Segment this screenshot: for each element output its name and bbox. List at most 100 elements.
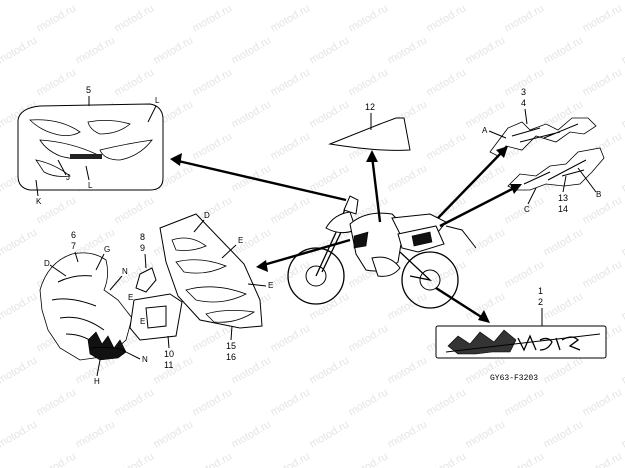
letter-N-upper: N [122, 267, 128, 276]
watermark-text: motod.ru [620, 162, 625, 194]
watermark-text: motod.ru [35, 386, 79, 418]
watermark-text: motod.ru [620, 98, 625, 130]
label-6: 6 [71, 230, 76, 240]
watermark-text: motod.ru [425, 66, 469, 98]
watermark-text: motod.ru [308, 162, 352, 194]
watermark-text: motod.ru [191, 450, 235, 468]
letter-G: G [104, 245, 110, 254]
watermark-text: motod.ru [425, 2, 469, 34]
label-11: 11 [164, 360, 173, 370]
watermark-text: motod.ru [35, 2, 79, 34]
watermark-text: motod.ru [386, 354, 430, 386]
label-1: 1 [538, 286, 543, 296]
watermark-text: motod.ru [269, 450, 313, 468]
watermark-text: motod.ru [620, 0, 625, 3]
letter-E-side-upper: E [128, 293, 133, 302]
watermark-text: motod.ru [230, 98, 274, 130]
watermark-text: motod.ru [308, 34, 352, 66]
letter-A: A [482, 126, 488, 135]
letter-L-bottom: L [88, 181, 93, 190]
watermark-text: motod.ru [230, 226, 274, 258]
watermark-text: motod.ru [581, 2, 625, 34]
label-4: 4 [521, 98, 526, 108]
watermark-text: motod.ru [542, 0, 586, 3]
watermark-text: motod.ru [620, 290, 625, 322]
watermark-text: motod.ru [464, 162, 508, 194]
watermark-text: motod.ru [464, 0, 508, 3]
letter-J: J [66, 173, 70, 182]
watermark-text: motod.ru [386, 34, 430, 66]
letter-N-lower: N [142, 355, 148, 364]
watermark-text: motod.ru [581, 66, 625, 98]
watermark-text: motod.ru [425, 258, 469, 290]
label-13: 13 [558, 193, 568, 203]
side-piece-upper [135, 267, 157, 293]
label-3: 3 [521, 87, 526, 97]
watermark-text: motod.ru [464, 226, 508, 258]
watermark-text: motod.ru [425, 386, 469, 418]
watermark-text: motod.ru [191, 66, 235, 98]
watermark-text: motod.ru [152, 34, 196, 66]
label-2: 2 [538, 297, 543, 307]
watermark-text: motod.ru [74, 34, 118, 66]
watermark-text: motod.ru [230, 0, 274, 3]
letter-C: C [524, 205, 530, 214]
watermark-text: motod.ru [0, 0, 39, 3]
letter-B: B [596, 190, 601, 199]
watermark-text: motod.ru [347, 2, 391, 34]
label-15: 15 [226, 341, 236, 351]
watermark-text: motod.ru [503, 386, 547, 418]
watermark-text: motod.ru [347, 450, 391, 468]
watermark-text: motod.ru [464, 418, 508, 450]
watermark-text: motod.ru [152, 0, 196, 3]
letter-E-side-lower: E [140, 317, 145, 326]
watermark-text: motod.ru [620, 34, 625, 66]
watermark-text: motod.ru [0, 290, 39, 322]
letter-E-panel-right: E [268, 281, 273, 290]
watermark-text: motod.ru [581, 194, 625, 226]
watermark-text: motod.ru [620, 226, 625, 258]
seat-decal [328, 117, 411, 151]
watermark-text: motod.ru [386, 0, 430, 3]
watermark-text: motod.ru [386, 162, 430, 194]
watermark-text: motod.ru [347, 322, 391, 354]
watermark-text: motod.ru [35, 66, 79, 98]
label-16: 16 [226, 352, 236, 362]
watermark-text: motod.ru [113, 450, 157, 468]
letter-L-top: L [155, 96, 160, 105]
tank-shroud-decal [39, 252, 133, 361]
swingarm-decal [435, 325, 607, 359]
watermark-text: motod.ru [191, 386, 235, 418]
diagram-code: GY63-F3203 [490, 374, 538, 383]
watermark-text: motod.ru [425, 130, 469, 162]
letter-D-panel: D [204, 211, 210, 220]
watermark-text: motod.ru [503, 450, 547, 468]
watermark-text: motod.ru [347, 66, 391, 98]
svg-text:5: 5 [86, 85, 91, 95]
watermark-text: motod.ru [347, 386, 391, 418]
watermark-text: motod.ru [0, 34, 39, 66]
motorcycle-illustration [287, 195, 477, 309]
label-5: 5 [86, 85, 91, 106]
watermark-text: motod.ru [230, 354, 274, 386]
watermark-text: motod.ru [0, 418, 39, 450]
watermark-text: motod.ru [425, 450, 469, 468]
side-piece-frame [129, 293, 183, 341]
watermark-text: motod.ru [269, 66, 313, 98]
watermark-text: motod.ru [191, 2, 235, 34]
watermark-text: motod.ru [0, 226, 39, 258]
watermark-text: motod.ru [113, 2, 157, 34]
label-12: 12 [365, 102, 375, 130]
label-8: 8 [140, 232, 145, 242]
watermark-text: motod.ru [386, 418, 430, 450]
watermark-text: motod.ru [35, 450, 79, 468]
watermark-text: motod.ru [308, 418, 352, 450]
front-number-plate [17, 103, 164, 191]
shroud-stripe-upper [489, 117, 597, 157]
watermark-text: motod.ru [542, 418, 586, 450]
label-14: 14 [558, 204, 568, 214]
watermark-text: motod.ru [113, 386, 157, 418]
letter-K: K [36, 197, 42, 206]
watermark-text: motod.ru [230, 34, 274, 66]
